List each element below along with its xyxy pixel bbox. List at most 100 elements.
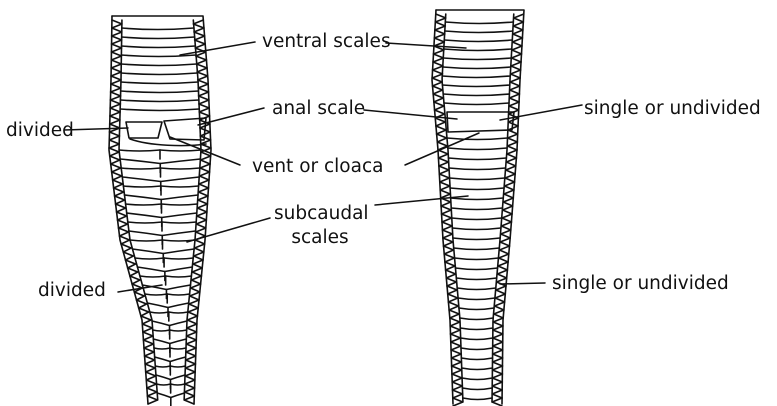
lateral-scale bbox=[191, 276, 201, 284]
lateral-scale bbox=[111, 52, 121, 60]
lateral-scale bbox=[440, 182, 450, 190]
lateral-scale bbox=[436, 126, 446, 134]
ventral-scale bbox=[122, 37, 195, 39]
ventral-scale bbox=[121, 91, 199, 93]
lateral-scale bbox=[512, 38, 522, 46]
subcaudal-scale-half bbox=[154, 348, 170, 349]
lateral-scale bbox=[493, 334, 503, 342]
lateral-scale bbox=[453, 398, 463, 406]
left-divided-anal-scale bbox=[126, 118, 206, 146]
lateral-scale bbox=[200, 164, 210, 172]
lateral-scale bbox=[434, 102, 444, 110]
lateral-scale bbox=[492, 374, 502, 382]
subcaudal-scale-half bbox=[170, 321, 187, 326]
lateral-scale bbox=[497, 270, 507, 278]
lateral-scale bbox=[451, 350, 461, 358]
lateral-scale bbox=[433, 86, 443, 94]
lateral-scale bbox=[510, 78, 520, 86]
subcaudal-scale-half bbox=[166, 276, 192, 277]
lateral-scale bbox=[198, 84, 208, 92]
right-ventral-scales bbox=[442, 22, 513, 105]
subcaudal-scale bbox=[450, 188, 504, 190]
label-subcaudal-scales-line1: subcaudal bbox=[274, 205, 366, 224]
subcaudal-scale-half bbox=[157, 393, 171, 398]
subcaudal-scale bbox=[457, 288, 496, 290]
label-vent-or-cloaca: vent or cloaca bbox=[252, 158, 383, 177]
lateral-scale bbox=[439, 166, 449, 174]
lateral-scale bbox=[441, 206, 451, 214]
lateral-scale bbox=[511, 62, 521, 70]
lateral-scale bbox=[111, 68, 121, 76]
lateral-scale bbox=[442, 214, 452, 222]
subcaudal-scale-half bbox=[156, 375, 171, 380]
lateral-scale bbox=[439, 174, 449, 182]
lateral-scale bbox=[497, 278, 507, 286]
lateral-scale bbox=[448, 294, 458, 302]
subcaudal-scale-half bbox=[161, 195, 198, 200]
subcaudal-scale-half bbox=[160, 159, 200, 164]
right-single-anal-scale bbox=[447, 112, 514, 132]
subcaudal-scale bbox=[447, 138, 508, 140]
subcaudal-scale bbox=[462, 388, 492, 390]
subcaudal-scale-half bbox=[161, 168, 200, 169]
subcaudal-scale bbox=[462, 368, 493, 370]
subcaudal-scale-half bbox=[170, 330, 187, 331]
ventral-scale bbox=[443, 58, 511, 60]
lateral-scale bbox=[442, 230, 452, 238]
subcaudal-scale bbox=[461, 348, 493, 350]
lateral-scale bbox=[186, 356, 196, 364]
subcaudal-scale bbox=[461, 358, 492, 360]
lateral-scale bbox=[185, 372, 195, 380]
ventral-scale bbox=[444, 103, 509, 105]
lateral-scale bbox=[507, 142, 517, 150]
left-divided-subcaudal-scales bbox=[119, 150, 201, 406]
lateral-scale bbox=[109, 148, 119, 156]
subcaudal-scale-half bbox=[155, 366, 170, 367]
lateral-scale bbox=[433, 62, 443, 70]
subcaudal-scale-half bbox=[171, 384, 185, 385]
ventral-scale bbox=[120, 100, 198, 102]
label-right-single-anal: single or undivided bbox=[584, 100, 761, 119]
lateral-scale bbox=[194, 252, 204, 260]
lateral-scale bbox=[512, 46, 522, 54]
lateral-scale bbox=[435, 22, 445, 30]
lateral-scale bbox=[502, 214, 512, 222]
lateral-scale bbox=[111, 60, 121, 68]
subcaudal-scale-half bbox=[153, 339, 169, 344]
subcaudal-scale bbox=[451, 208, 502, 210]
lateral-scale bbox=[196, 228, 206, 236]
lateral-scale bbox=[440, 190, 450, 198]
subcaudal-scale bbox=[456, 278, 496, 280]
lateral-scale bbox=[110, 100, 120, 108]
lateral-scale bbox=[509, 94, 519, 102]
subcaudal-scale bbox=[462, 378, 492, 380]
lateral-scale bbox=[506, 166, 516, 174]
lateral-scale bbox=[110, 116, 120, 124]
lateral-scale bbox=[142, 324, 152, 332]
subcaudal-scale-half bbox=[122, 177, 160, 182]
subcaudal-scale-half bbox=[152, 321, 169, 326]
lateral-scale bbox=[435, 118, 445, 126]
lateral-scale bbox=[510, 86, 520, 94]
subcaudal-scale-half bbox=[165, 267, 192, 272]
lateral-scale bbox=[144, 348, 154, 356]
left-ventral-scales bbox=[120, 28, 199, 111]
subcaudal-scale bbox=[460, 318, 493, 320]
subcaudal-scale-half bbox=[160, 150, 201, 151]
lateral-scale bbox=[188, 308, 198, 316]
label-left-divided-anal: divided bbox=[6, 122, 74, 141]
subcaudal-scale-half bbox=[162, 231, 195, 236]
ventral-scale bbox=[445, 22, 513, 24]
ventral-scale bbox=[442, 85, 509, 87]
lateral-scale bbox=[147, 388, 157, 396]
ventral-scale bbox=[443, 94, 509, 96]
subcaudal-scale bbox=[460, 328, 493, 330]
lateral-scale bbox=[444, 246, 454, 254]
lateral-scale bbox=[111, 44, 121, 52]
subcaudal-scale bbox=[449, 168, 506, 170]
subcaudal-scale-half bbox=[167, 294, 189, 295]
lateral-scale bbox=[446, 278, 456, 286]
lateral-scale bbox=[112, 28, 122, 36]
ventral-scale bbox=[444, 40, 512, 42]
subcaudal-scale-half bbox=[121, 168, 160, 169]
